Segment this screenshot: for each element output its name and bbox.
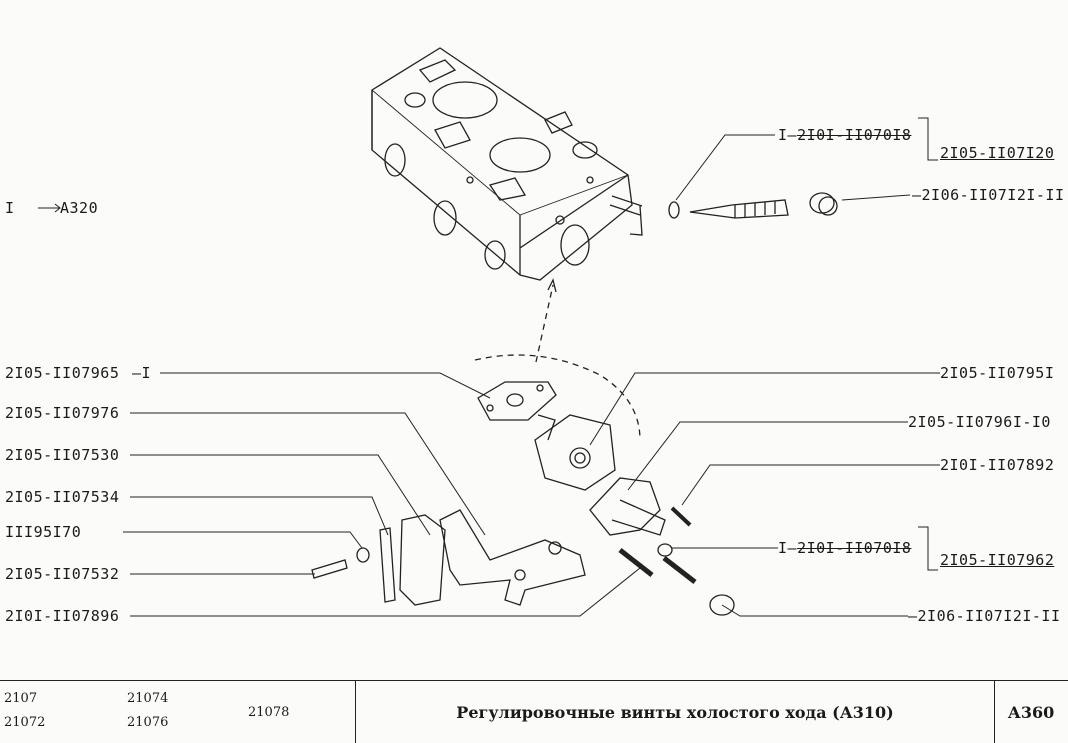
- ref-left-qty: I: [5, 199, 15, 217]
- label-qty: —I: [132, 364, 152, 382]
- carburetor-body: [371, 47, 643, 281]
- label-top-cap: —2I06-II07I2I-II: [912, 186, 1065, 204]
- label-2101-1107896: 2I0I-II07896: [5, 607, 120, 625]
- label-bottom-qty: I—2I0I-II070I8: [778, 539, 912, 557]
- bolt: [311, 559, 348, 579]
- label-2105-1107951: 2I05-II0795I: [940, 364, 1055, 382]
- label-2105-1107530: 2I05-II07530: [5, 446, 120, 464]
- model-2107: 2107: [4, 691, 38, 706]
- clip: [379, 527, 396, 603]
- assembly-arrow: [535, 284, 554, 363]
- label-2105-1107534: 2I05-II07534: [5, 488, 120, 506]
- gasket: [477, 381, 557, 421]
- label-2101-1107892: 2I0I-II07892: [940, 456, 1055, 474]
- footer-title-block: 2107 21072 21074 21076 21078 Регулировоч…: [0, 680, 1068, 743]
- ref-left-target: A320: [60, 199, 99, 217]
- spring-plate: [399, 514, 446, 606]
- limiter-cap-bottom: [709, 594, 735, 616]
- model-21072: 21072: [4, 715, 46, 730]
- label-group-2105-1107120: 2I05-II07I20: [940, 144, 1055, 162]
- model-21074: 21074: [127, 691, 169, 706]
- divider: [355, 681, 356, 743]
- label-bottom-cap: —2I06-II07I2I-II: [908, 607, 1061, 625]
- label-1119170: III95I70: [5, 523, 82, 541]
- model-21076: 21076: [127, 715, 169, 730]
- bracket: [589, 477, 661, 536]
- parts-diagram: I A320 2I05-II07965 —I 2I05-II07976 2I05…: [5, 47, 1065, 625]
- label-2105-1107532: 2I05-II07532: [5, 565, 120, 583]
- throttle-lever: [439, 509, 586, 606]
- valve-body: [534, 414, 616, 491]
- model-21078: 21078: [248, 705, 290, 720]
- label-group-2105-1107962: 2I05-II07962: [940, 551, 1055, 569]
- divider: [994, 681, 995, 743]
- sheet-title: Регулировочные винты холостого хода (А31…: [456, 702, 894, 722]
- label-2105-1107965: 2I05-II07965: [5, 364, 120, 382]
- leader-lines: [38, 117, 940, 617]
- limiter-cap-top: [809, 192, 835, 214]
- exploded-view-drawing: [38, 47, 940, 617]
- label-2105-1107976: 2I05-II07976: [5, 404, 120, 422]
- nut: [356, 547, 370, 563]
- sheet-code: А360: [1007, 702, 1055, 722]
- label-top-qty: I—2I0I-II070I8: [778, 126, 912, 144]
- idle-screw: [689, 199, 789, 219]
- label-2105-1107961-10: 2I05-II0796I-I0: [908, 413, 1051, 431]
- washer: [668, 201, 680, 219]
